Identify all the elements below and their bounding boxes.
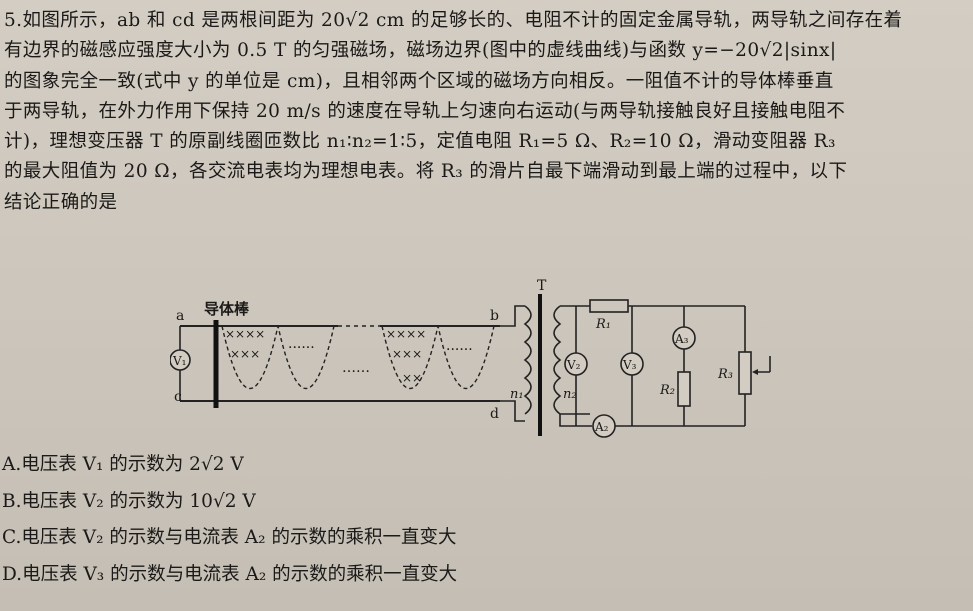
label-c: c: [174, 389, 182, 405]
label-n1: n₁: [510, 387, 524, 402]
label-a2: A₂: [594, 420, 609, 434]
slider-arrow-icon: [752, 369, 758, 375]
circuit-svg: V₁ a c 导体棒 ×××× ××× ······ …… ×××× ××× ×…: [170, 278, 771, 438]
label-r1: R₁: [595, 317, 611, 332]
rheostat-r3: [738, 351, 752, 395]
stem-line-3: 的图象完全一致(式中 y 的单位是 cm)，且相邻两个区域的磁场方向相反。一阻值…: [4, 70, 834, 92]
label-r3: R₃: [717, 367, 733, 382]
label-T: T: [537, 278, 547, 294]
label-r2: R₂: [659, 383, 675, 398]
question-stem: 5.如图所示，ab 和 cd 是两根间距为 20√2 cm 的足够长的、电阻不计…: [4, 6, 964, 218]
stem-line-6: 的最大阻值为 20 Ω，各交流电表均为理想电表。将 R₃ 的滑片自最下端滑动到最…: [4, 161, 848, 183]
label-rod: 导体棒: [204, 300, 250, 318]
field-boundary-2: [381, 325, 495, 390]
label-v3: V₃: [622, 358, 637, 372]
stem-line-4: 于两导轨，在外力作用下保持 20 m/s 的速度在导轨上匀速向右运动(与两导轨接…: [4, 100, 846, 122]
voltmeter-v1-icon: [170, 349, 191, 371]
label-v2: V₂: [566, 358, 581, 372]
primary-coil: [523, 305, 532, 415]
wire-d: [500, 400, 525, 422]
label-d: d: [490, 406, 499, 422]
stem-line-7: 结论正确的是: [4, 191, 118, 213]
field-into-5: ××: [402, 371, 422, 385]
stem-line-2: 有边界的磁感应强度大小为 0.5 T 的匀强磁场，磁场边界(图中的虚线曲线)与函…: [4, 40, 837, 62]
field-into-2: ×××: [230, 347, 260, 361]
rheostat-slider: [754, 356, 771, 373]
resistor-r1: [589, 299, 629, 313]
field-out-1: ······: [288, 340, 315, 356]
field-boundary-1: [221, 325, 335, 390]
answer-options: A.电压表 V₁ 的示数为 2√2 V B.电压表 V₂ 的示数为 10√2 V…: [2, 447, 942, 593]
option-b[interactable]: B.电压表 V₂ 的示数为 10√2 V: [2, 490, 256, 512]
option-d[interactable]: D.电压表 V₃ 的示数与电流表 A₂ 的示数的乘积一直变大: [2, 563, 458, 585]
secondary-coil: [553, 305, 562, 415]
field-into-1: ××××: [225, 327, 265, 341]
wire-b: [500, 305, 525, 327]
voltmeter-v3-icon: [620, 352, 644, 376]
field-out-2: ······: [446, 342, 473, 358]
ammeter-a3-icon: [672, 326, 696, 350]
question-number: 5.: [4, 10, 23, 31]
option-c[interactable]: C.电压表 V₂ 的示数与电流表 A₂ 的示数的乘积一直变大: [2, 527, 457, 548]
stem-line-1: 5.如图所示，ab 和 cd 是两根间距为 20√2 cm 的足够长的、电阻不计…: [4, 10, 903, 31]
label-v1: V₁: [172, 354, 186, 368]
label-a3: A₃: [674, 332, 689, 346]
resistor-r2: [677, 371, 691, 407]
label-b: b: [490, 308, 499, 324]
field-into-4: ×××: [392, 347, 422, 361]
label-n2: n₂: [563, 387, 577, 402]
label-a: a: [176, 308, 184, 324]
ellipsis: ……: [342, 360, 370, 376]
option-a[interactable]: A.电压表 V₁ 的示数为 2√2 V: [2, 454, 244, 475]
stem-line-5: 计)，理想变压器 T 的原副线圈匝数比 n₁∶n₂=1∶5，定值电阻 R₁=5 …: [4, 131, 836, 153]
voltmeter-v2-icon: [564, 352, 588, 376]
circuit-diagram: V₁ a c 导体棒 ×××× ××× ······ …… ×××× ××× ×…: [170, 276, 780, 446]
field-into-3: ××××: [386, 327, 426, 341]
